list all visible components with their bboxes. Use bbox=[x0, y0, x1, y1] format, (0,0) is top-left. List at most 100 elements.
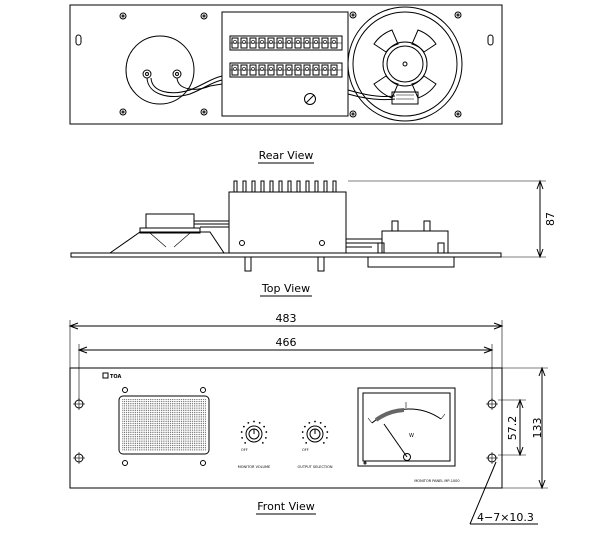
rear-wire bbox=[347, 89, 396, 97]
knob-tick bbox=[244, 441, 247, 444]
top-view-label: Top View bbox=[261, 282, 310, 295]
knob-off-label: OFF bbox=[302, 448, 309, 452]
terminal-box bbox=[221, 11, 349, 117]
power-meter: W bbox=[357, 387, 456, 467]
monitor-volume-knob: OFF bbox=[240, 420, 268, 452]
terminal-pin bbox=[296, 180, 301, 193]
terminal-pin bbox=[332, 180, 337, 193]
knob-tick bbox=[264, 436, 267, 439]
terminal-screw bbox=[330, 37, 338, 49]
front-view-label: Front View bbox=[257, 500, 314, 513]
terminal-screw bbox=[321, 64, 329, 76]
terminal-screw bbox=[276, 64, 284, 76]
model-label: MONITOR PANEL MP-1000 bbox=[414, 479, 459, 483]
terminal-pin bbox=[269, 180, 274, 193]
brand-logo: TOA bbox=[110, 374, 122, 380]
dim-mounting-width: 466 bbox=[276, 336, 297, 349]
dim-depth: 87 bbox=[544, 212, 557, 226]
terminal-pin bbox=[305, 180, 310, 193]
knob-tick bbox=[263, 425, 266, 428]
terminal-screw bbox=[231, 64, 239, 76]
terminal-screw bbox=[258, 64, 266, 76]
terminal-screw bbox=[321, 37, 329, 49]
top-terminal-box bbox=[228, 191, 347, 254]
dim-overall-width: 483 bbox=[276, 312, 297, 325]
terminal-screw bbox=[285, 64, 293, 76]
knob-tick bbox=[242, 425, 245, 428]
top-speaker bbox=[108, 231, 225, 254]
terminal-screw bbox=[294, 37, 302, 49]
terminal-pin bbox=[287, 180, 292, 193]
rear-view-label: Rear View bbox=[259, 149, 314, 162]
knob-tick bbox=[319, 421, 322, 424]
rear-screw bbox=[119, 108, 127, 116]
meter-back bbox=[125, 35, 195, 105]
rear-slot-left bbox=[75, 34, 82, 46]
terminal-screw bbox=[267, 64, 275, 76]
speaker-rear bbox=[347, 6, 463, 122]
terminal-pin bbox=[251, 180, 256, 193]
rear-slot-right bbox=[487, 34, 494, 46]
mounting-hole bbox=[73, 452, 85, 464]
dim-hole-pitch: 57.2 bbox=[506, 416, 519, 441]
front-view: 483 466 TOA bbox=[68, 312, 548, 525]
knob-tick bbox=[301, 431, 304, 433]
top-meter bbox=[381, 230, 449, 254]
knob2-label: OUTPUT SELECTION bbox=[298, 465, 333, 469]
output-selection-knob: OFF bbox=[301, 420, 329, 452]
meter-unit: W bbox=[409, 433, 414, 439]
terminal-pin bbox=[323, 180, 328, 193]
terminal-screw bbox=[258, 37, 266, 49]
dim-height: 133 bbox=[531, 418, 544, 439]
knob-tick bbox=[265, 431, 268, 433]
terminal-pin bbox=[242, 180, 247, 193]
knob-tick bbox=[324, 425, 327, 428]
terminal-screw bbox=[240, 64, 248, 76]
terminal-pin bbox=[278, 180, 283, 193]
knob-tick bbox=[302, 436, 305, 439]
knob-tick bbox=[314, 420, 316, 423]
top-view: 87 Top View bbox=[70, 179, 557, 297]
terminal-screw bbox=[303, 37, 311, 49]
knob1-label: MONITOR VOLUME bbox=[238, 465, 271, 469]
rear-view: Rear View bbox=[69, 4, 503, 164]
terminal-screws bbox=[231, 37, 338, 76]
rear-screw bbox=[200, 12, 208, 20]
knob-tick bbox=[253, 420, 255, 423]
knob-tick bbox=[308, 421, 311, 424]
rear-screw bbox=[200, 108, 208, 116]
knob-off-label: OFF bbox=[241, 448, 248, 452]
knob-tick bbox=[322, 441, 325, 444]
terminal-screw bbox=[285, 37, 293, 49]
terminal-screw bbox=[312, 64, 320, 76]
terminal-screw bbox=[231, 37, 239, 49]
knob-tick bbox=[258, 421, 261, 424]
terminal-pin bbox=[233, 180, 238, 193]
top-knob-shaft bbox=[244, 256, 252, 272]
potentiometer bbox=[304, 93, 316, 105]
mounting-hole bbox=[486, 398, 498, 410]
knob-tick bbox=[303, 425, 306, 428]
terminal-screw bbox=[330, 64, 338, 76]
top-terminal-pins bbox=[233, 180, 337, 193]
rear-wire bbox=[146, 77, 223, 97]
terminal-screw bbox=[303, 64, 311, 76]
knob-tick bbox=[247, 421, 250, 424]
terminal-pin bbox=[260, 180, 265, 193]
meter-needle bbox=[383, 423, 408, 458]
dim-holes: 4−7×10.3 bbox=[477, 511, 534, 524]
terminal-pin bbox=[314, 180, 319, 193]
rear-panel bbox=[69, 4, 503, 125]
terminal-screw bbox=[249, 64, 257, 76]
top-base-plate bbox=[70, 252, 502, 258]
knob-tick bbox=[326, 431, 329, 433]
knob-tick bbox=[305, 441, 308, 444]
terminal-screw bbox=[267, 37, 275, 49]
terminal-screw bbox=[240, 37, 248, 49]
mounting-hole bbox=[486, 452, 498, 464]
terminal-screw bbox=[312, 37, 320, 49]
knob-tick bbox=[261, 441, 264, 444]
terminal-screw bbox=[276, 37, 284, 49]
speaker-grille bbox=[118, 387, 210, 466]
